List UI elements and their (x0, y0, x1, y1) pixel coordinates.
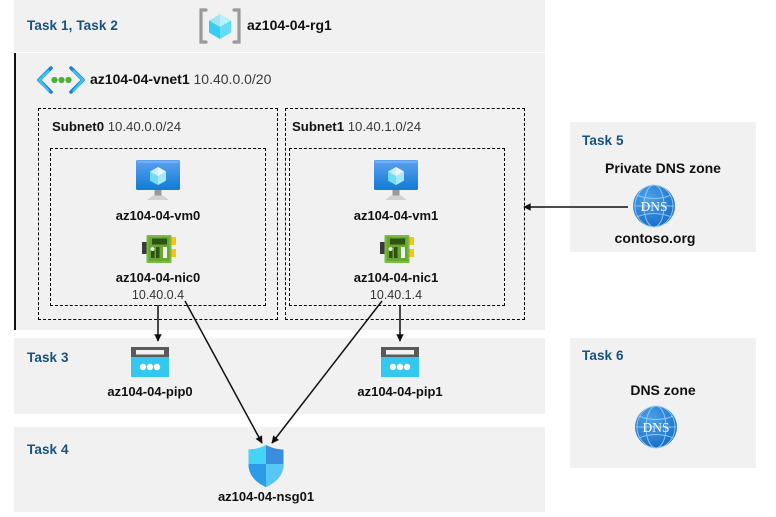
vm0-label: az104-04-vm0 (115, 208, 201, 223)
nic1-label: az104-04-nic1 (353, 270, 439, 285)
virtual-machine-icon (134, 158, 182, 202)
subnet1-name: Subnet1 (292, 119, 345, 134)
task-label-task5: Task 5 (582, 133, 624, 148)
nsg-label: az104-04-nsg01 (217, 489, 315, 504)
public-ip-address-icon (380, 346, 420, 378)
vnet-name: az104-04-vnet1 (90, 71, 190, 87)
virtual-machine-icon (372, 158, 420, 202)
task-label-task4: Task 4 (27, 442, 69, 457)
virtual-network-icon (36, 66, 86, 94)
subnet1-boundary (285, 108, 525, 320)
pip1-label: az104-04-pip1 (357, 384, 443, 399)
resource-group-icon (198, 7, 242, 45)
subnet1-resource-group-boundary (289, 148, 505, 306)
network-interface-icon (142, 232, 176, 266)
dns-zone-heading: DNS zone (630, 382, 696, 398)
private-dns-zone-name: contoso.org (614, 230, 696, 246)
task-label-task3: Task 3 (27, 350, 69, 365)
subnet0-cidr: 10.40.0.0/24 (107, 119, 182, 134)
network-interface-icon (380, 232, 414, 266)
private-dns-zone-heading: Private DNS zone (605, 160, 721, 176)
task-label-task1-task2: Task 1, Task 2 (27, 18, 118, 33)
nic1-ip: 10.40.1.4 (369, 288, 423, 302)
dns-icon-text: DNS (642, 420, 669, 435)
nic0-label: az104-04-nic0 (115, 270, 201, 285)
subnet1-header: Subnet1 10.40.1.0/24 (292, 119, 421, 134)
vnet-panel (14, 53, 545, 330)
subnet0-name: Subnet0 (52, 119, 105, 134)
network-security-group-icon (246, 444, 286, 488)
resource-group-header-panel (14, 0, 545, 52)
dns-icon-text: DNS (640, 199, 667, 214)
task-label-task6: Task 6 (582, 348, 624, 363)
nic0-ip: 10.40.0.4 (131, 288, 185, 302)
pip0-label: az104-04-pip0 (107, 384, 193, 399)
task3-panel (14, 338, 545, 414)
subnet0-header: Subnet0 10.40.0.0/24 (52, 119, 181, 134)
vnet-header: az104-04-vnet1 10.40.0.0/20 (90, 71, 271, 87)
resource-group-name: az104-04-rg1 (247, 17, 332, 33)
dns-zone-icon: DNS (633, 404, 679, 450)
vm1-label: az104-04-vm1 (353, 208, 439, 223)
vnet-address-space: 10.40.0.0/20 (193, 71, 272, 87)
subnet1-cidr: 10.40.1.0/24 (347, 119, 422, 134)
dns-zone-icon: DNS (631, 183, 677, 229)
public-ip-address-icon (130, 346, 170, 378)
